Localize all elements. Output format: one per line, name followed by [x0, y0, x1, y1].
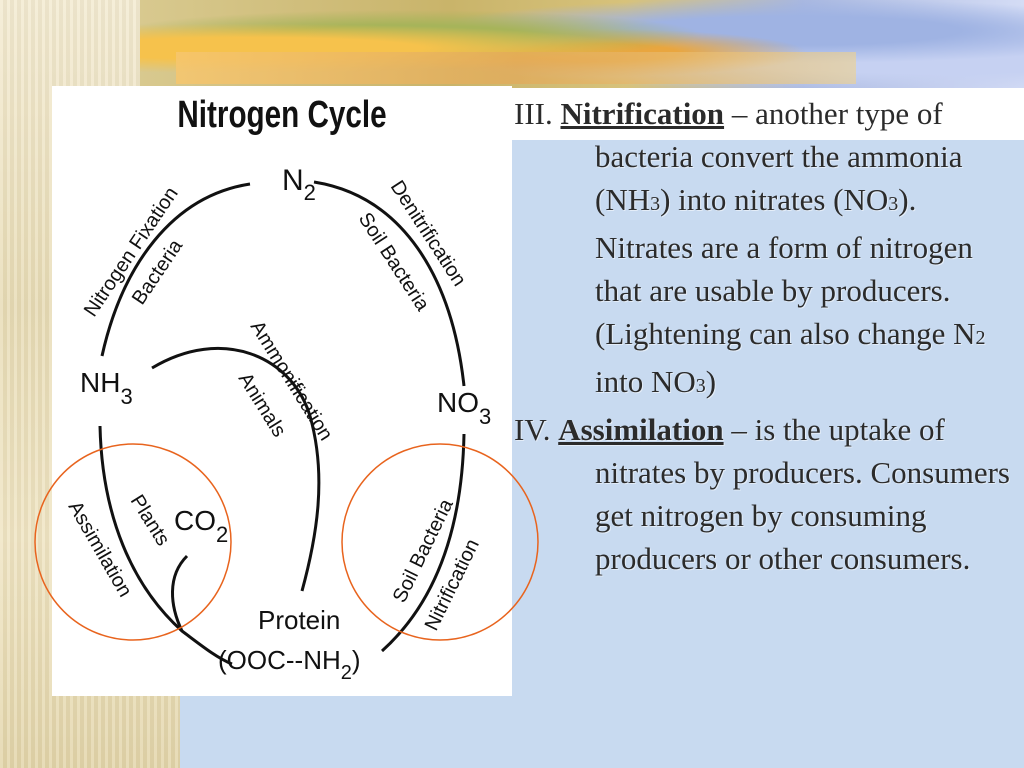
- arrow-denitrification: [313, 180, 466, 387]
- banner-strip: [176, 52, 856, 84]
- nitrogen-cycle-diagram: N2 NH3 NO3 CO2 Protein (OOC--NH2) Nitrog…: [52, 86, 512, 696]
- slide-text: III. Nitrification – another type of bac…: [514, 92, 1014, 580]
- decorative-banner: [140, 0, 1024, 88]
- numeral-iii: III.: [514, 96, 553, 131]
- node-nh3: NH3: [80, 367, 133, 409]
- arrow-ammonification: [151, 346, 321, 592]
- node-protein: Protein: [258, 605, 340, 635]
- arrow-co2: [171, 554, 189, 632]
- numeral-iv: IV.: [514, 412, 551, 447]
- node-protein-formula: (OOC--NH2): [218, 645, 361, 684]
- diagram-title: Nitrogen Cycle: [177, 94, 387, 136]
- node-co2: CO2: [174, 505, 228, 547]
- label-plants: Plants: [126, 491, 174, 550]
- arrow-fixation: [100, 182, 251, 357]
- item-assimilation: IV. Assimilation – is the uptake of nitr…: [514, 412, 1010, 576]
- term-nitrification: Nitrification: [560, 96, 725, 131]
- title-band: [500, 88, 1024, 140]
- node-no3: NO3: [437, 387, 491, 429]
- node-n2: N2: [282, 164, 316, 205]
- item-nitrification: III. Nitrification – another type of bac…: [514, 96, 986, 399]
- term-assimilation: Assimilation: [558, 412, 724, 447]
- cycle-arrows: N2 NH3 NO3 CO2 Protein (OOC--NH2) Nitrog…: [64, 164, 492, 684]
- arrow-assimilation: [98, 425, 233, 666]
